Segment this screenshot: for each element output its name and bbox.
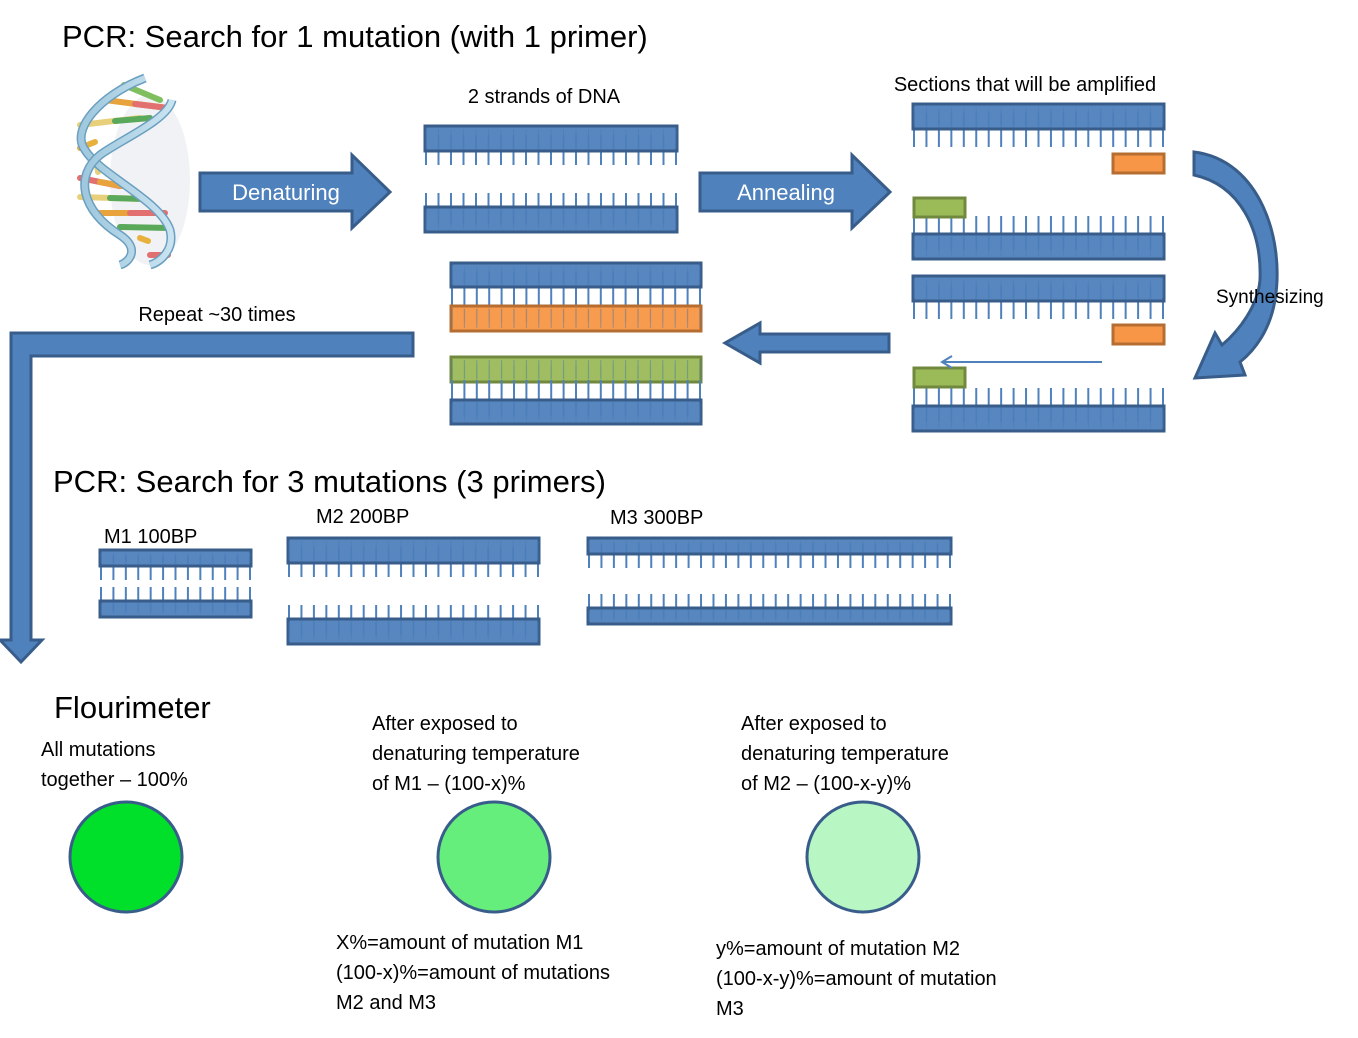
section3-title: Flourimeter bbox=[54, 690, 211, 725]
extension-arrow bbox=[940, 355, 1102, 369]
return-arrow bbox=[721, 320, 891, 366]
section2-title: PCR: Search for 3 mutations (3 primers) bbox=[53, 464, 606, 499]
m1-strands bbox=[98, 548, 253, 619]
amplified-double-strands bbox=[449, 261, 703, 426]
annealing-label: Annealing bbox=[737, 180, 835, 205]
dna-helix-icon bbox=[76, 73, 190, 270]
sample-3-note-line: (100-x-y)%=amount of mutation bbox=[716, 968, 997, 990]
sample-2-fluorescence-circle bbox=[436, 800, 552, 914]
amplified-label: Sections that will be amplified bbox=[894, 74, 1156, 96]
m3-strands bbox=[586, 536, 953, 626]
sample-2-note-line: X%=amount of mutation M1 bbox=[336, 932, 583, 954]
repeat-label: Repeat ~30 times bbox=[138, 304, 295, 326]
reverse-primer bbox=[1111, 152, 1166, 175]
annealing-arrow: Annealing bbox=[698, 151, 893, 232]
denaturing-label: Denaturing bbox=[232, 180, 340, 205]
m2-label: M2 200BP bbox=[316, 506, 409, 528]
annealed-strands bbox=[911, 102, 1166, 261]
dna-strand bbox=[586, 536, 953, 556]
sample-2-caption-line: denaturing temperature bbox=[372, 743, 580, 765]
sample-3-fluorescence-circle bbox=[805, 800, 921, 914]
repeat-arrow bbox=[0, 331, 415, 665]
sample-3-note-line: y%=amount of mutation M2 bbox=[716, 938, 960, 960]
denaturing-arrow: Denaturing bbox=[198, 151, 393, 232]
sample-2-note-line: M2 and M3 bbox=[336, 992, 436, 1014]
dna-strands-separated bbox=[423, 124, 679, 234]
sample-2-note-line: (100-x)%=amount of mutations bbox=[336, 962, 610, 984]
forward-primer bbox=[912, 196, 967, 219]
synthesizing-arrow bbox=[1192, 150, 1279, 380]
forward-primer-2 bbox=[912, 366, 967, 389]
sample-3: After exposed to denaturing temperature … bbox=[716, 713, 997, 1020]
sample-3-note-line: M3 bbox=[716, 998, 744, 1020]
section1-title: PCR: Search for 1 mutation (with 1 prime… bbox=[62, 19, 648, 54]
sample-1-fluorescence-circle bbox=[68, 800, 184, 914]
sample-2-caption-line: of M1 – (100-x)% bbox=[372, 773, 526, 795]
m1-label: M1 100BP bbox=[104, 526, 197, 548]
sample-1-caption-line: together – 100% bbox=[41, 769, 188, 791]
sample-2: After exposed to denaturing temperature … bbox=[336, 713, 610, 1014]
sample-3-caption-line: After exposed to bbox=[741, 713, 887, 735]
synthesizing-strands bbox=[911, 274, 1166, 433]
synthesizing-label: Synthesizing bbox=[1216, 287, 1324, 308]
dna-strand bbox=[586, 606, 953, 626]
sample-3-caption-line: of M2 – (100-x-y)% bbox=[741, 773, 911, 795]
sample-1-caption-line: All mutations bbox=[41, 739, 156, 761]
m3-label: M3 300BP bbox=[610, 507, 703, 529]
sample-1: All mutations together – 100% bbox=[41, 739, 188, 914]
sample-3-caption-line: denaturing temperature bbox=[741, 743, 949, 765]
dna-strands-label: 2 strands of DNA bbox=[468, 86, 621, 108]
sample-2-caption-line: After exposed to bbox=[372, 713, 518, 735]
reverse-primer-2 bbox=[1111, 323, 1166, 346]
m2-strands bbox=[286, 536, 541, 646]
